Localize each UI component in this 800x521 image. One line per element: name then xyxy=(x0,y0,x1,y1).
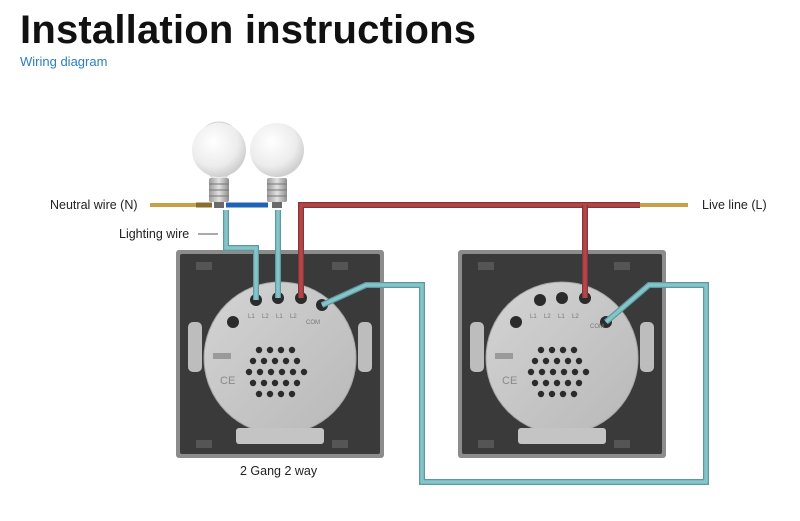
page-subtitle: Wiring diagram xyxy=(20,54,108,69)
light-bulb-right xyxy=(250,123,304,208)
terminal-labels-left: L1 L2 L1 L2 COM xyxy=(248,314,320,326)
terminal-label: L1 xyxy=(276,314,283,320)
traveler-wires xyxy=(320,282,709,485)
ce-mark-left: CE xyxy=(220,375,235,387)
switch-right: CE L1 L2 L1 L2 COM xyxy=(458,250,666,458)
ce-mark-right: CE xyxy=(502,375,517,387)
neutral-wire-label: Neutral wire (N) xyxy=(50,198,138,212)
live-line-label: Live line (L) xyxy=(702,198,767,212)
lighting-wires xyxy=(223,210,281,300)
terminal-label: COM xyxy=(306,320,320,326)
page-title: Installation instructions xyxy=(20,8,477,52)
terminal-label: L1 xyxy=(530,314,537,320)
live-wire xyxy=(298,202,688,298)
terminal-labels-right: L1 L2 L1 L2 COM xyxy=(530,314,604,330)
switch-caption: 2 Gang 2 way xyxy=(240,464,318,478)
lighting-wire-label: Lighting wire xyxy=(119,227,189,241)
terminal-label: L2 xyxy=(572,314,579,320)
terminal-label: L2 xyxy=(262,314,269,320)
terminal-label: COM xyxy=(590,324,604,330)
terminal-label: L1 xyxy=(558,314,565,320)
terminal-label: L1 xyxy=(248,314,255,320)
terminal-label: L2 xyxy=(290,314,297,320)
terminal-label: L2 xyxy=(544,314,551,320)
light-bulb-left xyxy=(192,121,246,208)
